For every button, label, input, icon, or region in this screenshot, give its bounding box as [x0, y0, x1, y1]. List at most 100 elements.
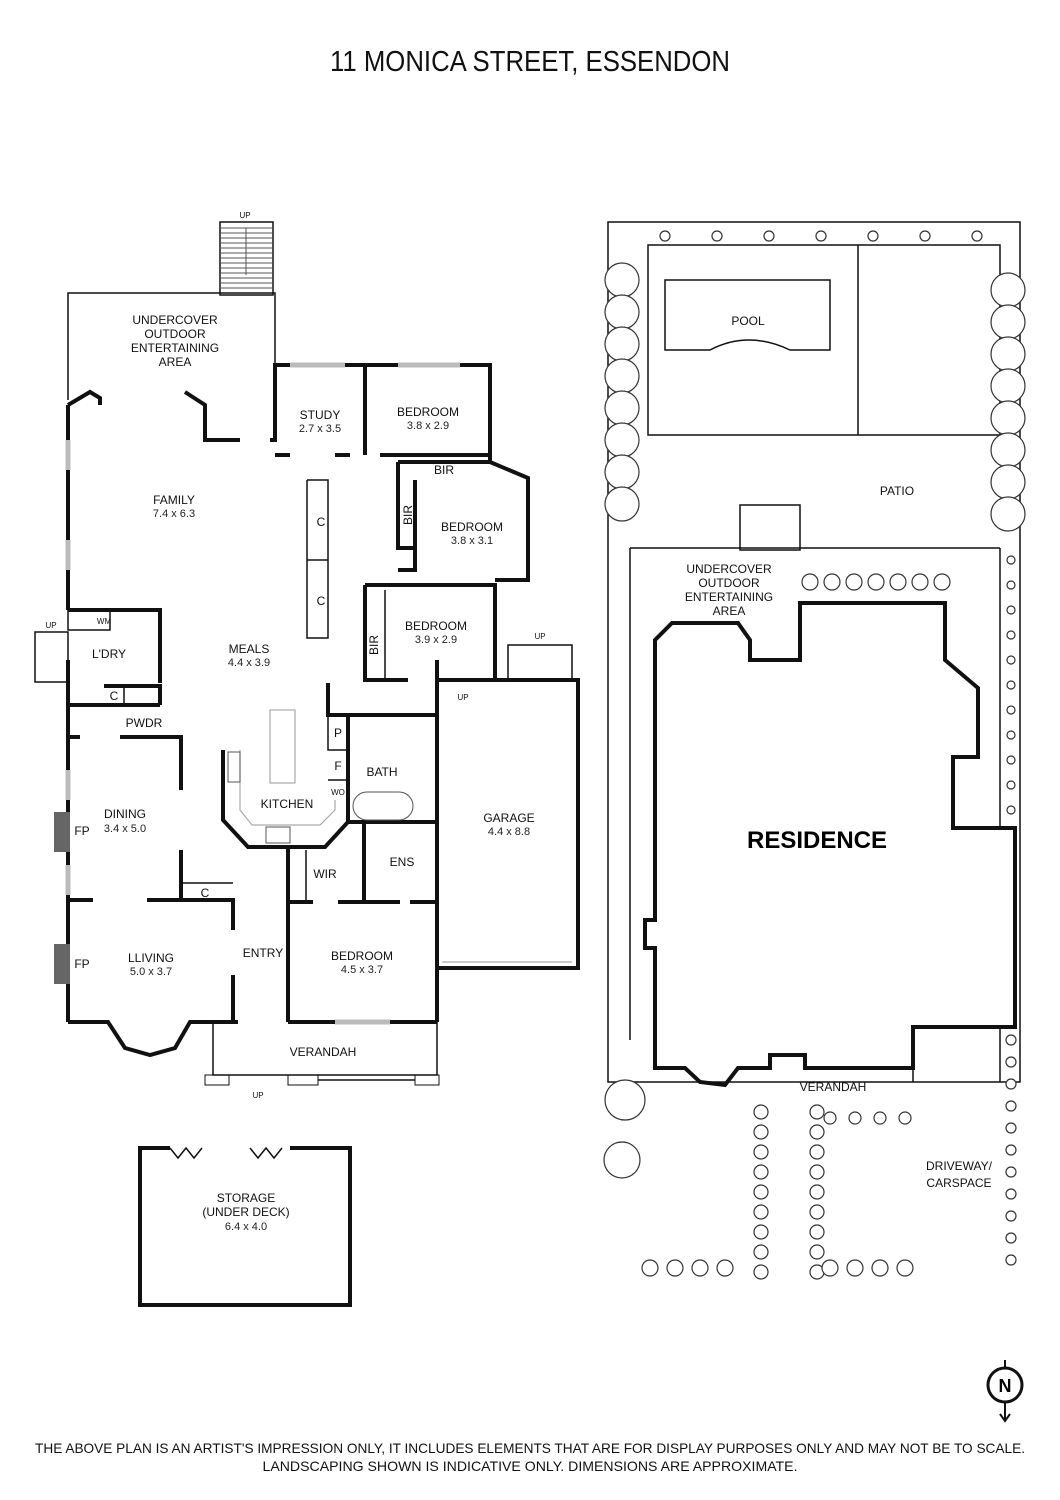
tree-icon: [1005, 1056, 1017, 1068]
residence-label: RESIDENCE: [747, 827, 887, 854]
wall: [147, 898, 235, 930]
wall: [120, 735, 183, 790]
cupboard-label: C: [201, 886, 210, 900]
tree-icon: [604, 454, 640, 490]
cupboard-label: C: [110, 689, 119, 703]
pool-label: POOL: [731, 314, 765, 328]
tree-icon: [753, 1264, 769, 1280]
tree-icon: [871, 1259, 889, 1277]
tree-icon: [990, 336, 1026, 372]
kitchen-island: [269, 709, 296, 784]
tree-icon: [990, 464, 1026, 500]
tree-icon: [809, 1124, 825, 1140]
tree-icon: [1006, 605, 1016, 615]
driveway-label: DRIVEWAY/: [926, 1159, 993, 1173]
bench-edge: [239, 750, 336, 826]
up-label: UP: [239, 211, 250, 220]
tree-icon: [604, 390, 640, 426]
pantry-label: P: [334, 726, 342, 740]
tree-icon: [753, 1164, 769, 1180]
tree-icon: [809, 1164, 825, 1180]
bathtub: [352, 791, 414, 821]
tree-icon: [809, 1184, 825, 1200]
room-dims: 5.0 x 3.7: [130, 966, 172, 978]
room-dims: 3.9 x 2.9: [415, 634, 457, 646]
pool: [664, 279, 831, 351]
room-label-meals: MEALS: [229, 642, 270, 656]
wall: [363, 585, 408, 682]
tree-icon: [753, 1144, 769, 1160]
fireplace-living: [54, 944, 70, 984]
wall: [396, 462, 415, 550]
room-label-bedroom: BEDROOM: [397, 405, 459, 419]
up-label: UP: [457, 693, 468, 702]
tree-icon: [809, 1224, 825, 1240]
floor-plan: UNDERCOVER OUTDOOR ENTERTAINING AREA STU…: [34, 211, 580, 1307]
room-label-powder: PWDR: [126, 716, 163, 730]
tree-icon: [919, 230, 931, 242]
north-compass: N: [986, 1360, 1024, 1423]
tree-icon: [873, 1111, 887, 1125]
tree-icon: [809, 1104, 825, 1120]
wall: [104, 684, 162, 705]
tree-icon: [809, 1144, 825, 1160]
post: [287, 1074, 319, 1086]
tree-icon: [867, 230, 879, 242]
tree-icon: [603, 1141, 641, 1179]
stairs-left: [34, 631, 69, 683]
tree-icon: [990, 304, 1026, 340]
room-label-bedroom: BEDROOM: [441, 520, 503, 534]
tree-icon: [1005, 1232, 1017, 1244]
tree-icon: [1006, 680, 1016, 690]
pool-fence: [647, 244, 1001, 436]
wall: [398, 480, 417, 572]
room-dims: 4.4 x 8.8: [488, 826, 530, 838]
tree-icon: [711, 230, 723, 242]
room-label: OUTDOOR: [144, 327, 206, 341]
tree-icon: [1005, 1122, 1017, 1134]
tree-icon: [990, 432, 1026, 468]
room-dims: 4.4 x 3.9: [228, 657, 270, 669]
tree-icon: [845, 573, 863, 591]
tree-icon: [990, 496, 1026, 532]
up-label: UP: [45, 621, 56, 630]
patio-label: PATIO: [880, 484, 914, 498]
tree-icon: [1006, 730, 1016, 740]
tree-icon: [801, 573, 819, 591]
tree-icon: [641, 1259, 659, 1277]
room-label-study: STUDY: [300, 408, 341, 422]
room-label-verandah: VERANDAH: [290, 1045, 357, 1059]
room-label-dining: DINING: [104, 807, 146, 821]
tree-icon: [1005, 1166, 1017, 1178]
tree-icon: [604, 1079, 646, 1121]
stairs-top: [219, 221, 274, 296]
fireplace-label: FP: [74, 957, 89, 971]
tree-icon: [896, 1259, 914, 1277]
room-dims: 6.4 x 4.0: [225, 1221, 267, 1233]
tree-icon: [1005, 1144, 1017, 1156]
tree-icon: [604, 422, 640, 458]
wall: [270, 363, 530, 582]
tree-icon: [911, 573, 929, 591]
room-label-wir: WIR: [313, 867, 337, 881]
wall: [326, 683, 350, 810]
room-dims: 2.7 x 3.5: [299, 423, 341, 435]
tree-icon: [604, 326, 640, 362]
area-label: OUTDOOR: [698, 576, 760, 590]
disclaimer-line-1: THE ABOVE PLAN IS AN ARTIST'S IMPRESSION…: [35, 1440, 1025, 1456]
tree-icon: [691, 1259, 709, 1277]
bir-label: BIR: [367, 635, 381, 655]
tree-icon: [753, 1104, 769, 1120]
tree-icon: [821, 1259, 839, 1277]
wall: [68, 608, 162, 683]
wall: [327, 715, 348, 751]
tree-icon: [990, 272, 1026, 308]
tree-icon: [1005, 1100, 1017, 1112]
cupboard-label: C: [317, 594, 326, 608]
verandah-label: VERANDAH: [800, 1080, 867, 1094]
tree-icon: [971, 230, 983, 242]
wall: [183, 390, 240, 442]
room-dims: 3.4 x 5.0: [104, 823, 146, 835]
tree-icon: [1005, 1210, 1017, 1222]
room-label: ENTERTAINING: [131, 341, 219, 355]
